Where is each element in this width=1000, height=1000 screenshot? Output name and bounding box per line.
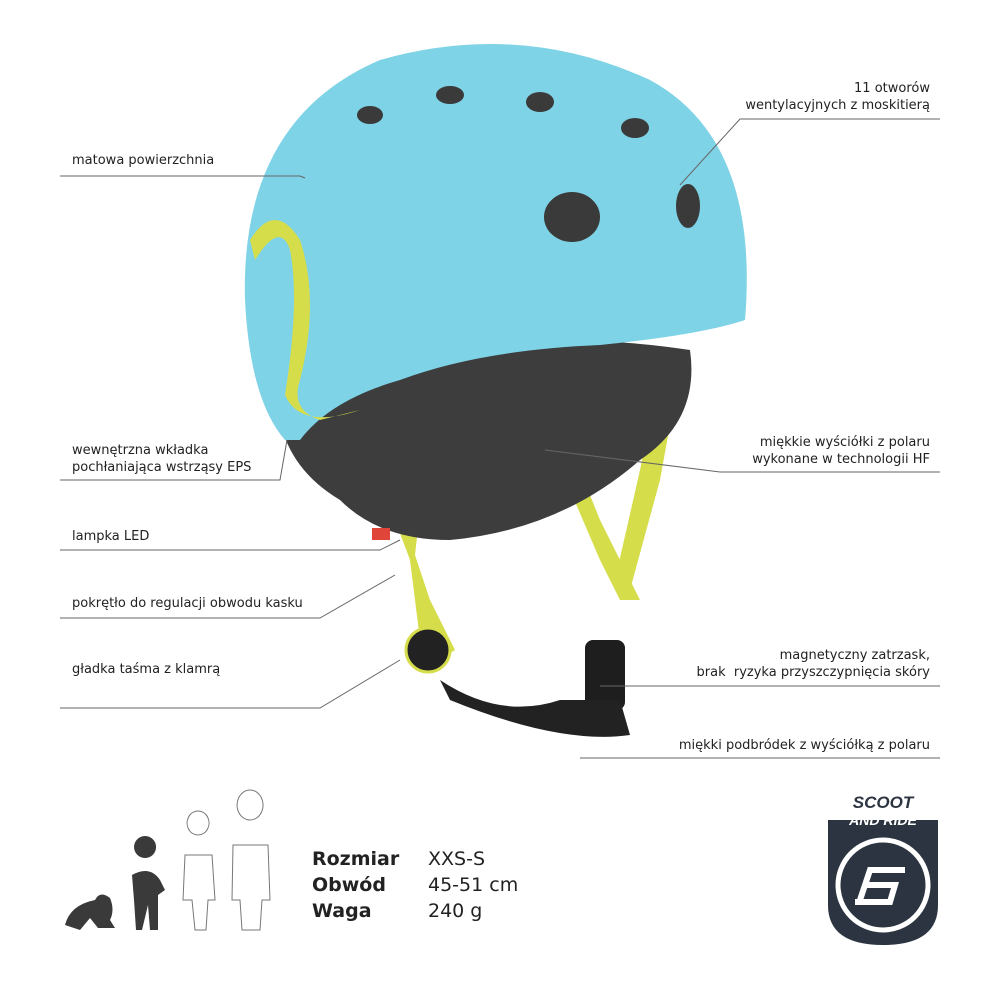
spec-label-weight: Waga bbox=[312, 900, 372, 922]
vent bbox=[544, 192, 600, 242]
magnetic-buckle bbox=[585, 640, 625, 710]
spec-labels: Rozmiar Obwód Waga bbox=[312, 846, 399, 924]
callout-padding-line2: wykonane w technologii HF bbox=[752, 452, 930, 467]
callout-surface: matowa powierzchnia bbox=[72, 153, 215, 168]
older-child-outline-icon bbox=[231, 789, 271, 931]
helmet-shell bbox=[244, 44, 747, 440]
adjustment-dial bbox=[404, 626, 452, 674]
callout-vents: 11 otworów wentylacyjnych z moskitierą bbox=[745, 80, 930, 114]
vent bbox=[357, 106, 383, 124]
spec-value-weight: 240 g bbox=[428, 900, 483, 922]
inner-padding bbox=[280, 340, 692, 540]
size-silhouettes bbox=[65, 789, 271, 931]
vent bbox=[621, 118, 649, 138]
callout-buckle-line1: magnetyczny zatrzask, bbox=[779, 648, 930, 663]
helmet-logo-stripe bbox=[250, 220, 360, 420]
chin-pad bbox=[440, 680, 630, 737]
callout-vents-line2: wentylacyjnych z moskitierą bbox=[745, 98, 930, 113]
callout-led: lampka LED bbox=[72, 529, 150, 544]
vent bbox=[676, 184, 700, 228]
spec-label-size: Rozmiar bbox=[312, 848, 400, 870]
left-strap bbox=[375, 420, 455, 660]
callout-vents-line1: 11 otworów bbox=[854, 81, 930, 96]
callout-buckle-line2: brak ryzyka przyszczypnięcia skóry bbox=[696, 665, 930, 680]
child-outline-icon bbox=[182, 810, 216, 931]
callout-padding: miękkie wyściółki z polaru wykonane w te… bbox=[752, 434, 930, 468]
scoot-and-ride-logo: SCOOT AND RIDE bbox=[828, 793, 938, 945]
spec-values: XXS-S 45-51 cm 240 g bbox=[428, 846, 518, 924]
callout-chin: miękki podbródek z wyściółką z polaru bbox=[678, 738, 930, 753]
vent bbox=[436, 86, 464, 104]
callout-eps-line1: wewnętrzna wkładka bbox=[72, 443, 209, 458]
callout-padding-line1: miękkie wyściółki z polaru bbox=[759, 435, 930, 450]
led-light bbox=[372, 528, 390, 540]
spec-label-circumference: Obwód bbox=[312, 874, 386, 896]
spec-value-size: XXS-S bbox=[428, 848, 486, 870]
vent bbox=[526, 92, 554, 112]
callout-lines bbox=[60, 118, 940, 759]
callout-strap: gładka taśma z klamrą bbox=[72, 662, 221, 677]
toddler-icon bbox=[132, 836, 165, 930]
spec-value-circumference: 45-51 cm bbox=[428, 874, 519, 896]
callout-eps-line2: pochłaniająca wstrząsy EPS bbox=[72, 460, 252, 475]
svg-text:SCOOT: SCOOT bbox=[853, 793, 915, 812]
svg-text:AND RIDE: AND RIDE bbox=[848, 812, 917, 828]
callout-dial: pokrętło do regulacji obwodu kasku bbox=[72, 596, 303, 611]
baby-crawling-icon bbox=[65, 894, 115, 930]
callout-eps: wewnętrzna wkładka pochłaniająca wstrząs… bbox=[72, 442, 251, 476]
callout-buckle: magnetyczny zatrzask, brak ryzyka przysz… bbox=[697, 647, 930, 681]
